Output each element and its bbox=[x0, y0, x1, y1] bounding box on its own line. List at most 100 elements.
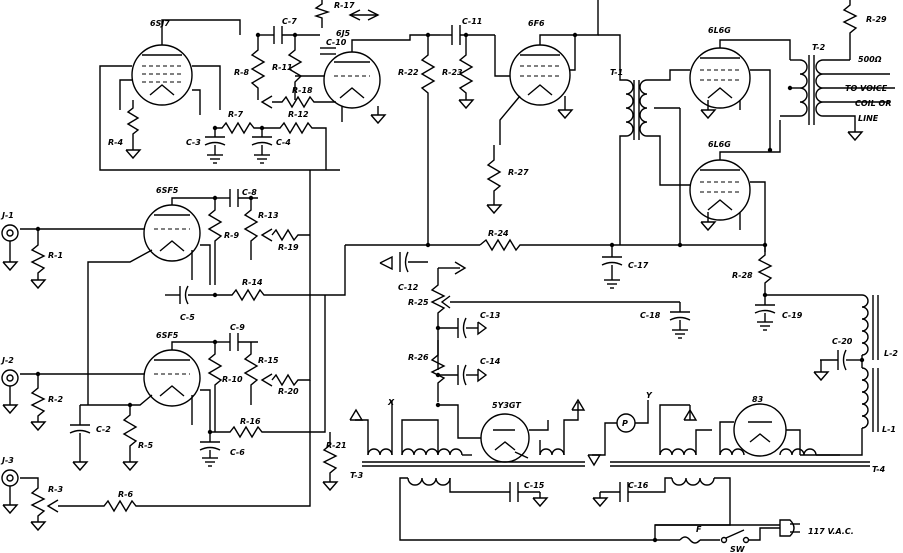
svg-text:83: 83 bbox=[752, 395, 764, 404]
svg-text:L-2: L-2 bbox=[884, 349, 898, 358]
output-line-label: LINE bbox=[858, 114, 879, 123]
resistor-r3: R-3 bbox=[20, 477, 63, 532]
svg-text:R-8: R-8 bbox=[234, 68, 249, 77]
svg-text:6J5: 6J5 bbox=[336, 29, 351, 38]
resistor-r1: R-1 bbox=[30, 229, 63, 290]
svg-text:C-4: C-4 bbox=[276, 138, 291, 147]
capacitor-c6: C-6 bbox=[199, 432, 245, 467]
resistor-r15: R-15 bbox=[243, 342, 279, 405]
svg-text:R-19: R-19 bbox=[278, 243, 299, 252]
resistor-r2: R-2 bbox=[30, 374, 63, 432]
resistor-r23: R-23 bbox=[442, 35, 475, 110]
svg-text:C-11: C-11 bbox=[462, 17, 482, 26]
svg-text:R-20: R-20 bbox=[278, 387, 299, 396]
power-switch[interactable]: SW bbox=[720, 529, 750, 553]
capacitor-c19: C-19 bbox=[754, 295, 803, 331]
svg-text:R-3: R-3 bbox=[48, 485, 63, 494]
svg-text:6L6G: 6L6G bbox=[708, 140, 731, 149]
output-voice-label: TO VOICE bbox=[845, 84, 888, 93]
svg-text:C-3: C-3 bbox=[186, 138, 201, 147]
resistor-r29: R-29 bbox=[842, 0, 887, 60]
svg-text:R-2: R-2 bbox=[48, 395, 63, 404]
resistor-r25: R-25 bbox=[408, 268, 446, 370]
svg-text:F: F bbox=[696, 525, 702, 534]
svg-text:C-13: C-13 bbox=[480, 311, 501, 320]
capacitor-c17: C-17 bbox=[601, 245, 649, 289]
svg-text:L-1: L-1 bbox=[882, 425, 896, 434]
capacitor-c12: C-12 bbox=[379, 251, 428, 292]
svg-text:Y: Y bbox=[646, 391, 653, 400]
svg-text:C-7: C-7 bbox=[282, 17, 297, 26]
svg-text:R-28: R-28 bbox=[732, 271, 753, 280]
svg-text:P: P bbox=[622, 419, 628, 428]
capacitor-c2: C-2 bbox=[69, 405, 111, 472]
svg-text:6F6: 6F6 bbox=[528, 19, 545, 28]
junctions bbox=[35, 32, 865, 543]
svg-text:C-15: C-15 bbox=[524, 481, 545, 490]
resistor-r16: R-16 bbox=[210, 295, 326, 439]
inductor-l1: L-1 bbox=[861, 367, 896, 434]
capacitor-c14: C-14 bbox=[438, 357, 501, 386]
resistor-r22: R-22 bbox=[398, 35, 436, 245]
svg-text:R-22: R-22 bbox=[398, 68, 419, 77]
resistor-r13: R-13 bbox=[243, 198, 279, 260]
svg-text:C-9: C-9 bbox=[230, 323, 245, 332]
resistor-r17: R-17 bbox=[313, 0, 380, 28]
capacitor-c9: C-9 bbox=[215, 323, 258, 351]
resistor-r8: R-8 bbox=[234, 35, 266, 100]
capacitor-c10: C-10 bbox=[320, 38, 347, 55]
tube-label-6sj7: 6SJ7 bbox=[150, 19, 170, 28]
resistor-r10: R-10 bbox=[207, 342, 243, 432]
output-impedance-label: 500Ω bbox=[858, 55, 882, 64]
resistor-r11: R-11 bbox=[272, 35, 303, 100]
resistor-r28: R-28 bbox=[732, 245, 773, 295]
resistor-r12: R-12 bbox=[270, 110, 327, 170]
svg-text:R-5: R-5 bbox=[138, 441, 153, 450]
capacitor-c4: C-4 bbox=[251, 128, 291, 164]
svg-text:6L6G: 6L6G bbox=[708, 26, 731, 35]
resistor-r27: R-27 bbox=[486, 145, 529, 215]
svg-text:R-11: R-11 bbox=[272, 63, 293, 72]
tube-6f6: 6F6 bbox=[509, 19, 571, 106]
resistor-r7: R-7 bbox=[215, 110, 270, 135]
jack-j3[interactable]: J-3 bbox=[0, 456, 19, 487]
svg-text:C-14: C-14 bbox=[480, 357, 501, 366]
inductor-l2: L-2 bbox=[861, 294, 898, 360]
tube-6l6g-top: 6L6G bbox=[689, 26, 751, 109]
jack-j1[interactable]: J-1 bbox=[0, 211, 19, 242]
mains-plug: 117 V.A.C. bbox=[779, 519, 854, 537]
jack-j2[interactable]: J-2 bbox=[0, 356, 19, 387]
svg-text:C-18: C-18 bbox=[640, 311, 661, 320]
svg-text:5Y3GT: 5Y3GT bbox=[492, 401, 521, 410]
svg-text:C-17: C-17 bbox=[628, 261, 649, 270]
svg-text:R-24: R-24 bbox=[488, 229, 509, 238]
svg-text:R-27: R-27 bbox=[508, 168, 529, 177]
resistor-r14: R-14 bbox=[215, 245, 346, 302]
svg-text:R-29: R-29 bbox=[866, 15, 887, 24]
svg-text:R-25: R-25 bbox=[408, 298, 429, 307]
svg-text:J-2: J-2 bbox=[0, 356, 14, 365]
svg-text:R-14: R-14 bbox=[242, 278, 263, 287]
capacitor-c7: C-7 bbox=[258, 17, 320, 44]
transformer-t4: T-4 bbox=[610, 448, 886, 486]
svg-text:R-26: R-26 bbox=[408, 353, 429, 362]
capacitor-c11: C-11 bbox=[440, 17, 495, 45]
tube-83: 83 bbox=[733, 395, 787, 457]
svg-text:SW: SW bbox=[730, 545, 746, 553]
resistor-r20: R-20 bbox=[260, 170, 311, 396]
resistor-r4: R-4 bbox=[108, 100, 142, 160]
svg-text:C-10: C-10 bbox=[326, 38, 347, 47]
svg-text:R-18: R-18 bbox=[292, 86, 313, 95]
svg-text:R-12: R-12 bbox=[288, 110, 309, 119]
svg-text:T-3: T-3 bbox=[350, 471, 364, 480]
capacitor-c15: C-15 bbox=[449, 478, 549, 508]
capacitor-c8: C-8 bbox=[215, 188, 258, 207]
svg-text:R-1: R-1 bbox=[48, 251, 63, 260]
svg-text:R-23: R-23 bbox=[442, 68, 463, 77]
svg-text:6SF5: 6SF5 bbox=[156, 331, 179, 340]
svg-text:R-4: R-4 bbox=[108, 138, 123, 147]
resistor-r18: R-18 bbox=[260, 86, 336, 109]
svg-text:T-2: T-2 bbox=[812, 43, 826, 52]
resistor-r26: R-26 bbox=[408, 340, 446, 402]
